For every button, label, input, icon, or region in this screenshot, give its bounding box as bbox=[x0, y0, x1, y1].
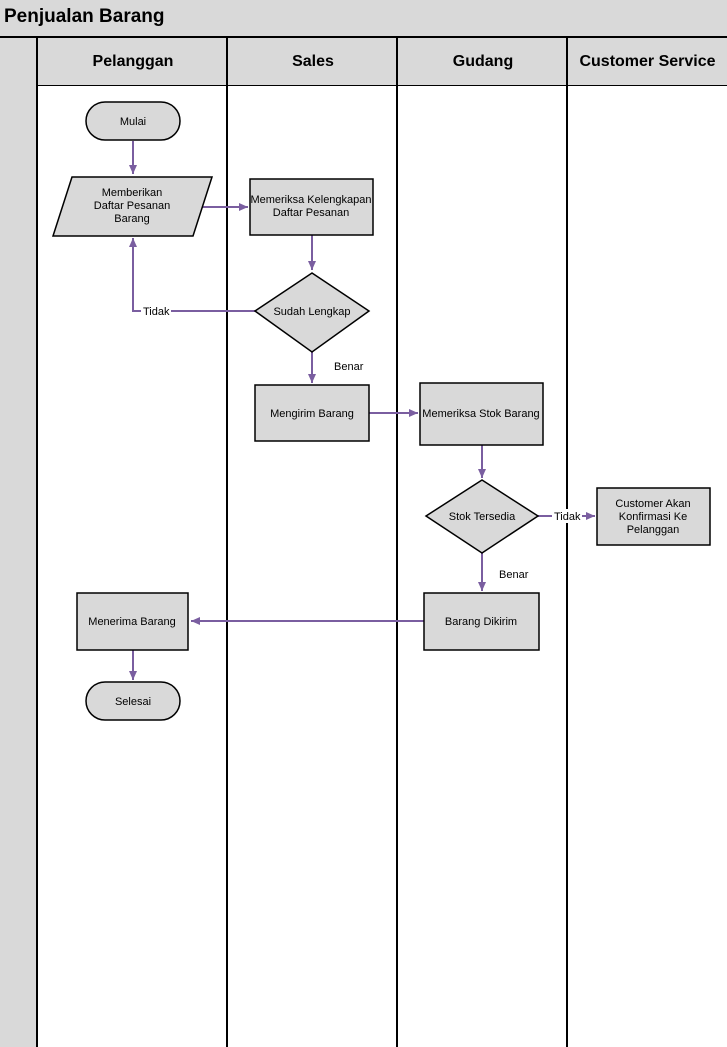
node-label: Memeriksa Kelengkapan bbox=[250, 194, 371, 206]
node-label: Memeriksa Stok Barang bbox=[422, 408, 539, 420]
node-label: Memberikan bbox=[102, 187, 163, 199]
node-label: Daftar Pesanan bbox=[273, 207, 349, 219]
lane-header-gudang: Gudang bbox=[398, 38, 568, 86]
node-label: Menerima Barang bbox=[88, 616, 175, 628]
edge-label-tidak: Tidak bbox=[143, 306, 170, 318]
title-bar: Penjualan Barang bbox=[0, 0, 727, 38]
node-label: Customer Akan bbox=[615, 498, 690, 510]
node-label: Konfirmasi Ke bbox=[619, 511, 687, 523]
decision-sudah-lengkap bbox=[253, 272, 371, 353]
edge-label-tidak: Tidak bbox=[554, 511, 581, 523]
process-barang-dikirim bbox=[423, 592, 540, 651]
lane-divider bbox=[226, 38, 228, 1047]
process-menerima-barang bbox=[76, 592, 189, 651]
node-label: Daftar Pesanan bbox=[94, 200, 170, 212]
process-mengirim-barang bbox=[254, 384, 370, 442]
terminator-selesai bbox=[85, 681, 181, 721]
process-memeriksa-stok bbox=[419, 382, 544, 446]
process-memeriksa-kelengkapan bbox=[249, 178, 374, 236]
lane-header-sales: Sales bbox=[228, 38, 398, 86]
terminator-mulai bbox=[85, 101, 181, 141]
edge-label-benar: Benar bbox=[499, 569, 529, 581]
node-label: Barang bbox=[114, 213, 149, 225]
io-memberikan-daftar-pesanan bbox=[51, 176, 214, 237]
lane-header-customer-service: Customer Service bbox=[568, 38, 727, 86]
decision-stok-tersedia bbox=[424, 479, 540, 554]
diagram-title: Penjualan Barang bbox=[4, 6, 165, 27]
lane-divider bbox=[566, 38, 568, 1047]
edge-label-benar: Benar bbox=[334, 361, 364, 373]
edge-label-background bbox=[552, 509, 582, 523]
lane-divider bbox=[396, 38, 398, 1047]
lane-header-pelanggan: Pelanggan bbox=[38, 38, 228, 86]
node-label: Mengirim Barang bbox=[270, 408, 354, 420]
connector-sudah-lengkap-tidak bbox=[129, 238, 255, 312]
process-customer-konfirmasi bbox=[596, 487, 711, 546]
node-label: Stok Tersedia bbox=[449, 511, 516, 523]
node-label: Sudah Lengkap bbox=[273, 306, 350, 318]
node-label: Mulai bbox=[120, 116, 146, 128]
node-label: Barang Dikirim bbox=[445, 616, 517, 628]
edge-label-background bbox=[141, 304, 171, 318]
node-label: Pelanggan bbox=[627, 524, 680, 536]
lane-margin bbox=[0, 38, 38, 1047]
node-label: Selesai bbox=[115, 696, 151, 708]
